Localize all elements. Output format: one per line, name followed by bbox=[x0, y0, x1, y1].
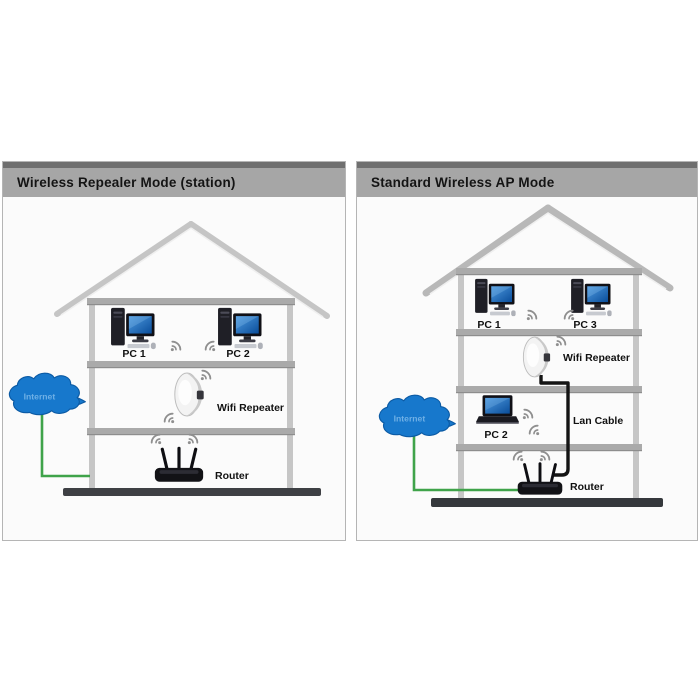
panel-standard-ap-mode: Standard Wireless AP Mode bbox=[356, 161, 698, 541]
wifi-signal-icon bbox=[521, 408, 534, 421]
house-wall-right bbox=[633, 272, 639, 498]
wifi-signal-icon bbox=[186, 433, 199, 446]
router-label: Router bbox=[215, 470, 249, 482]
ground-line bbox=[431, 498, 663, 507]
internet-cloud-icon: Internet bbox=[8, 372, 86, 416]
house-wall-right bbox=[287, 302, 293, 488]
wifi-signal-icon bbox=[169, 340, 182, 353]
wifi-repeater-label: Wifi Repeater bbox=[563, 352, 631, 364]
lan-cable-line bbox=[539, 375, 570, 477]
house-structure bbox=[40, 221, 330, 496]
pc1-label: PC 1 bbox=[477, 319, 501, 331]
house-wall-left bbox=[89, 302, 95, 488]
internet-label: Internet bbox=[394, 413, 426, 423]
wifi-signal-icon bbox=[150, 433, 163, 446]
house-wall-left bbox=[458, 272, 464, 498]
wifi-repeater-label: Wifi Repeater bbox=[217, 402, 285, 414]
green-cable-line bbox=[412, 430, 518, 492]
house-roof bbox=[54, 221, 330, 319]
wifi-signal-icon bbox=[199, 369, 212, 382]
wifi-signal-icon bbox=[163, 412, 176, 425]
router-label: Router bbox=[570, 481, 604, 493]
internet-label: Internet bbox=[24, 391, 56, 401]
floor-slabs bbox=[456, 268, 642, 452]
green-cable-line bbox=[40, 408, 90, 478]
lan-cable-label: Lan Cable bbox=[573, 415, 624, 427]
router-icon bbox=[516, 462, 564, 497]
laptop-icon bbox=[476, 395, 519, 424]
roof-highlight bbox=[60, 227, 324, 318]
ground-line bbox=[63, 488, 321, 496]
pc2-label: PC 2 bbox=[226, 348, 250, 360]
wifi-signal-icon bbox=[204, 340, 217, 353]
house-roof bbox=[422, 204, 674, 297]
wifi-repeater-icon bbox=[522, 336, 551, 378]
wifi-signal-icon bbox=[528, 424, 541, 437]
panel-top-strip bbox=[3, 162, 345, 168]
panel-wireless-repeater-mode: Wireless Repealer Mode (station) Inter bbox=[2, 161, 346, 541]
house-structure bbox=[412, 204, 674, 507]
desktop-pc-icon bbox=[475, 278, 516, 317]
wifi-signal-icon bbox=[554, 335, 567, 348]
desktop-pc-icon bbox=[111, 307, 156, 350]
panel-title: Wireless Repealer Mode (station) bbox=[3, 168, 345, 197]
panel-title: Standard Wireless AP Mode bbox=[357, 168, 697, 197]
desktop-pc-icon bbox=[571, 278, 612, 317]
panel-top-strip bbox=[357, 162, 697, 168]
internet-cloud-icon: Internet bbox=[378, 394, 456, 438]
desktop-pc-icon bbox=[218, 307, 263, 350]
pc1-label: PC 1 bbox=[122, 348, 146, 360]
wifi-signal-icon bbox=[525, 309, 538, 322]
router-icon bbox=[153, 446, 205, 484]
pc3-label: PC 3 bbox=[573, 319, 597, 331]
roof-highlight bbox=[429, 212, 667, 295]
pc2-label: PC 2 bbox=[484, 429, 508, 441]
